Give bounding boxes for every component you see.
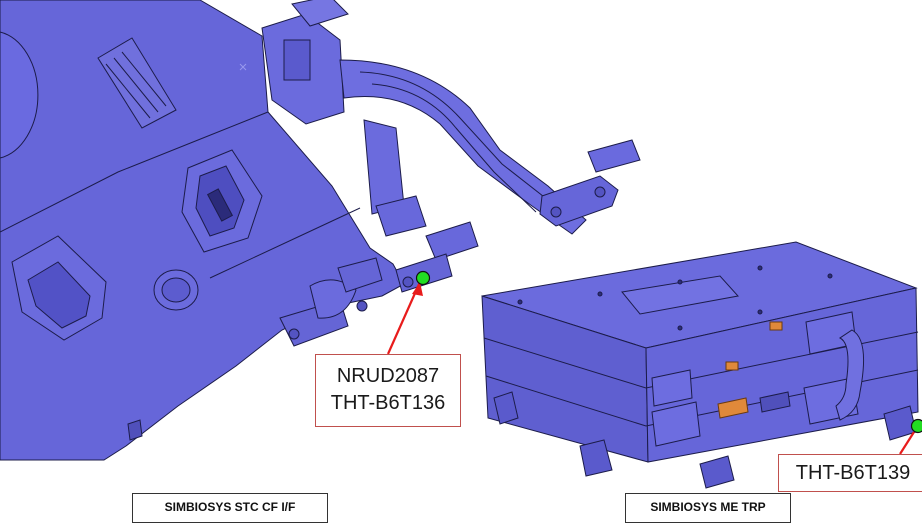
- me-trp-electronics-box: [482, 242, 918, 488]
- callout-line-1: THT-B6T139: [779, 460, 922, 487]
- callout-line-1: NRUD2087: [316, 363, 460, 390]
- sensor-callout-nrud2087: NRUD2087 THT-B6T136: [315, 354, 461, 427]
- caption-simbiosys-stc-cf-if: SIMBIOSYS STC CF I/F: [132, 493, 328, 523]
- sensor-marker-b6t139: [912, 420, 922, 433]
- sensor-marker-b6t136: [417, 272, 430, 285]
- sensor-callout-tht-b6t139: THT-B6T139: [778, 454, 922, 492]
- callout-line-2: THT-B6T136: [316, 390, 460, 417]
- caption-simbiosys-me-trp: SIMBIOSYS ME TRP: [625, 493, 791, 523]
